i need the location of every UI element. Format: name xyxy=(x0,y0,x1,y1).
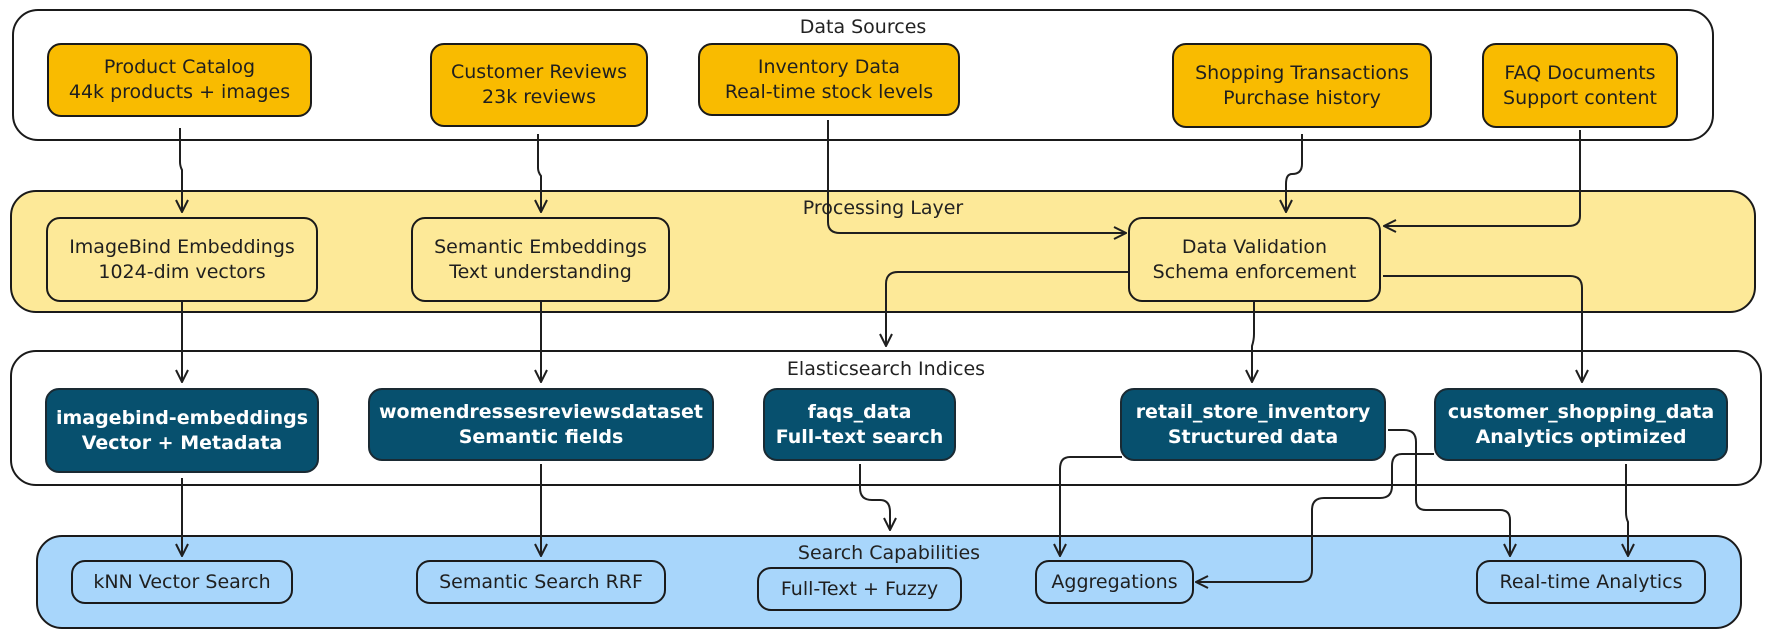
faqs-index-subtitle: Full-text search xyxy=(775,425,944,448)
inventory-data-node: Inventory Data Real-time stock levels xyxy=(698,43,960,116)
knn-vector-search-label: kNN Vector Search xyxy=(93,570,271,593)
customer-reviews-subtitle: 23k reviews xyxy=(482,86,596,108)
shopping-transactions-title: Shopping Transactions xyxy=(1195,61,1409,84)
data-validation-subtitle: Schema enforcement xyxy=(1152,260,1357,283)
faqs-index-title: faqs_data xyxy=(807,400,912,423)
imagebind-embeddings-title: ImageBind Embeddings xyxy=(69,235,295,258)
faqs-index-node: faqs_data Full-text search xyxy=(763,388,956,461)
reviews-index-subtitle: Semantic fields xyxy=(458,425,624,448)
semantic-embeddings-subtitle: Text understanding xyxy=(449,260,632,283)
aggregations-node: Aggregations xyxy=(1035,560,1194,604)
data-validation-title: Data Validation xyxy=(1181,235,1328,258)
semantic-search-rrf-node: Semantic Search RRF xyxy=(416,560,666,604)
shopping-index-node: customer_shopping_data Analytics optimiz… xyxy=(1434,388,1728,461)
shopping-transactions-subtitle: Purchase history xyxy=(1223,86,1381,109)
semantic-search-rrf-label: Semantic Search RRF xyxy=(439,570,643,593)
realtime-analytics-label: Real-time Analytics xyxy=(1499,570,1683,593)
reviews-index-title: womendressesreviewsdataset xyxy=(379,400,703,423)
semantic-embeddings-title: Semantic Embeddings xyxy=(434,235,647,258)
imagebind-index-subtitle: Vector + Metadata xyxy=(81,431,283,454)
imagebind-index-node: imagebind-embeddings Vector + Metadata xyxy=(45,388,319,473)
knn-vector-search-node: kNN Vector Search xyxy=(71,560,293,604)
product-catalog-title: Product Catalog xyxy=(103,56,256,78)
faq-documents-subtitle: Support content xyxy=(1503,86,1657,109)
realtime-analytics-node: Real-time Analytics xyxy=(1476,560,1706,604)
semantic-embeddings-node: Semantic Embeddings Text understanding xyxy=(411,217,670,302)
inventory-index-title: retail_store_inventory xyxy=(1135,400,1371,423)
imagebind-embeddings-node: ImageBind Embeddings 1024-dim vectors xyxy=(46,217,318,302)
aggregations-label: Aggregations xyxy=(1051,570,1178,593)
inventory-data-title: Inventory Data xyxy=(757,55,901,78)
processing-layer-title: Processing Layer xyxy=(802,197,964,219)
data-sources-title: Data Sources xyxy=(799,16,927,38)
shopping-index-subtitle: Analytics optimized xyxy=(1475,425,1687,448)
imagebind-embeddings-subtitle: 1024-dim vectors xyxy=(98,260,266,283)
inventory-index-node: retail_store_inventory Structured data xyxy=(1120,388,1386,461)
data-validation-node: Data Validation Schema enforcement xyxy=(1128,217,1381,302)
product-catalog-subtitle: 44k products + images xyxy=(68,81,291,103)
product-catalog-node: Product Catalog 44k products + images xyxy=(47,43,312,117)
fulltext-fuzzy-label: Full-Text + Fuzzy xyxy=(780,577,939,600)
inventory-data-subtitle: Real-time stock levels xyxy=(724,80,934,103)
reviews-index-node: womendressesreviewsdataset Semantic fiel… xyxy=(368,388,714,461)
search-capabilities-title: Search Capabilities xyxy=(797,542,981,564)
faq-documents-node: FAQ Documents Support content xyxy=(1482,43,1678,128)
customer-reviews-title: Customer Reviews xyxy=(450,61,628,83)
inventory-index-subtitle: Structured data xyxy=(1167,425,1339,448)
imagebind-index-title: imagebind-embeddings xyxy=(55,406,309,429)
customer-reviews-node: Customer Reviews 23k reviews xyxy=(430,43,648,127)
faq-documents-title: FAQ Documents xyxy=(1504,61,1656,84)
fulltext-fuzzy-node: Full-Text + Fuzzy xyxy=(757,567,962,611)
elasticsearch-indices-title: Elasticsearch Indices xyxy=(786,358,986,380)
shopping-transactions-node: Shopping Transactions Purchase history xyxy=(1172,43,1432,128)
shopping-index-title: customer_shopping_data xyxy=(1447,400,1715,423)
